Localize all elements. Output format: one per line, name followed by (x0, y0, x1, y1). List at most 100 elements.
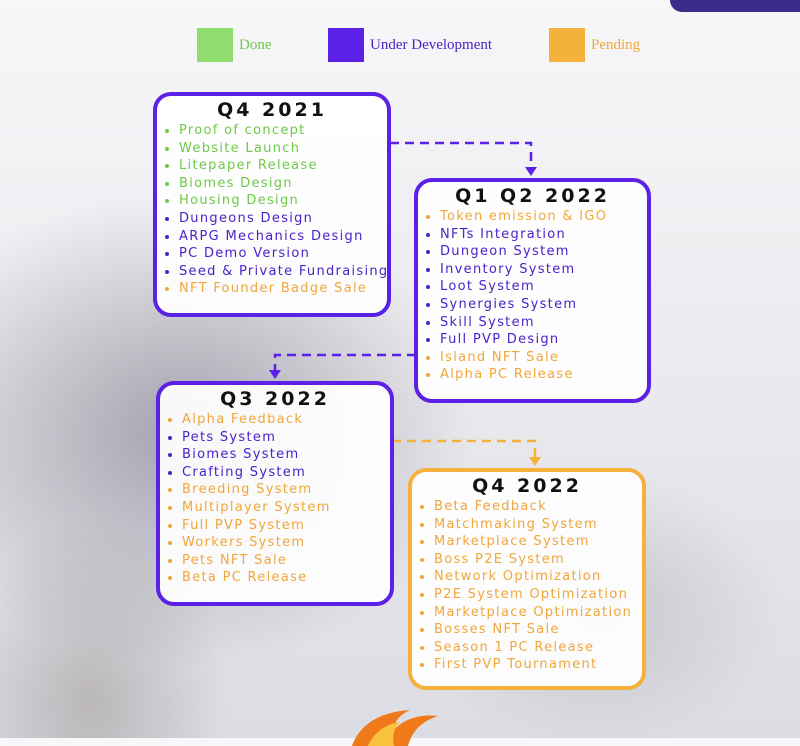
legend-item-under-development: Under Development (328, 28, 492, 62)
legend-label-pending: Pending (591, 36, 641, 53)
bullet-icon (426, 373, 430, 378)
bullet-icon (420, 522, 424, 527)
bullet-icon (426, 302, 430, 307)
bullet-icon (168, 470, 172, 475)
milestone-label: First PVP Tournament (434, 657, 598, 673)
bullet-icon (420, 540, 424, 545)
milestone-label: Housing Design (179, 193, 300, 209)
milestone-label: ARPG Mechanics Design (179, 228, 364, 244)
milestone-item: Dungeons Design (165, 210, 387, 228)
milestone-item: Full PVP System (168, 517, 390, 535)
milestone-label: Dungeon System (440, 244, 570, 260)
bullet-icon (168, 523, 172, 528)
milestone-label: Crafting System (182, 464, 307, 480)
milestone-label: Island NFT Sale (440, 349, 560, 365)
milestone-label: Alpha Feedback (182, 412, 304, 427)
legend: Done Under Development Pending (0, 28, 800, 64)
milestone-item: Website Launch (165, 140, 387, 158)
bullet-icon (165, 199, 169, 204)
milestone-label: Loot System (440, 279, 535, 295)
milestone-label: Skill System (440, 314, 535, 330)
milestone-item: Multiplayer System (168, 499, 390, 517)
milestone-item: Synergies System (426, 296, 647, 314)
milestone-item: NFTs Integration (426, 226, 647, 244)
bullet-icon (165, 252, 169, 257)
bullet-icon (420, 663, 424, 668)
flame-logo-icon (352, 710, 438, 746)
milestone-item: First PVP Tournament (420, 656, 642, 674)
box-title: Q3 2022 (220, 388, 330, 410)
bullet-icon (168, 453, 172, 458)
milestone-item: P2E System Optimization (420, 586, 642, 604)
legend-label-done: Done (239, 36, 272, 53)
bullet-icon (165, 164, 169, 169)
milestone-item: PC Demo Version (165, 245, 387, 263)
bullet-icon (165, 269, 169, 274)
legend-swatch-pending (549, 28, 585, 62)
bullet-icon (168, 418, 172, 422)
bullet-icon (426, 320, 430, 325)
bullet-icon (426, 338, 430, 343)
bullet-icon (426, 285, 430, 290)
arrowhead-q3-2022 (269, 370, 281, 379)
milestone-label: Season 1 PC Release (434, 639, 595, 655)
milestone-item: Inventory System (426, 261, 647, 279)
milestone-label: Biomes System (182, 447, 300, 463)
milestone-item: Breeding System (168, 481, 390, 499)
milestone-item: ARPG Mechanics Design (165, 228, 387, 246)
bullet-icon (420, 557, 424, 562)
milestone-item: Full PVP Design (426, 331, 647, 349)
legend-item-pending: Pending (549, 28, 640, 62)
connector-q4-2021-to-q1q2-2022 (390, 141, 533, 168)
bullet-icon (426, 250, 430, 255)
milestone-item: Litepaper Release (165, 157, 387, 175)
milestone-item: Network Optimization (420, 568, 642, 586)
milestone-label: Biomes Design (179, 175, 293, 191)
milestone-label: Beta PC Release (182, 570, 308, 586)
milestone-item: Boss P2E System (420, 551, 642, 569)
milestone-label: Inventory System (440, 261, 576, 277)
corner-decoration (670, 0, 800, 12)
bullet-icon (168, 558, 172, 563)
milestone-label: Pets System (182, 429, 277, 445)
box-title: Q4 2022 (472, 475, 582, 497)
milestone-item: Beta PC Release (168, 569, 390, 587)
milestone-item: Pets System (168, 429, 390, 447)
connector-q3-2022-to-q4-2022 (392, 439, 537, 458)
bullet-icon (165, 181, 169, 186)
milestone-label: Full PVP Design (440, 332, 560, 348)
milestone-label: Workers System (182, 535, 306, 551)
milestone-item: Island NFT Sale (426, 349, 647, 367)
bullet-icon (165, 146, 169, 151)
milestone-label: Seed & Private Fundraising (179, 263, 389, 279)
milestone-item: Pets NFT Sale (168, 552, 390, 570)
milestone-item: Skill System (426, 314, 647, 332)
bullet-icon (165, 287, 169, 292)
box-title: Q1 Q2 2022 (455, 185, 610, 207)
connector-q1q2-2022-to-q3-2022 (273, 353, 416, 371)
milestone-item: Beta Feedback (420, 498, 642, 516)
bullet-icon (168, 505, 172, 510)
legend-label-under-development: Under Development (370, 36, 493, 53)
milestone-item: Crafting System (168, 464, 390, 482)
milestone-item: Biomes Design (165, 175, 387, 193)
bullet-icon (426, 215, 430, 219)
milestone-item: Bosses NFT Sale (420, 621, 642, 639)
milestone-item: Loot System (426, 278, 647, 296)
bullet-icon (420, 628, 424, 633)
milestone-label: Multiplayer System (182, 499, 331, 515)
bullet-icon (420, 592, 424, 597)
milestone-item: Marketplace System (420, 533, 642, 551)
milestone-label: Dungeons Design (179, 210, 314, 226)
milestone-label: P2E System Optimization (434, 586, 629, 602)
bullet-icon (426, 267, 430, 272)
milestone-item: NFT Founder Badge Sale (165, 280, 387, 298)
bullet-icon (168, 435, 172, 440)
milestone-item: Alpha PC Release (426, 366, 647, 384)
milestone-label: Boss P2E System (434, 551, 565, 567)
